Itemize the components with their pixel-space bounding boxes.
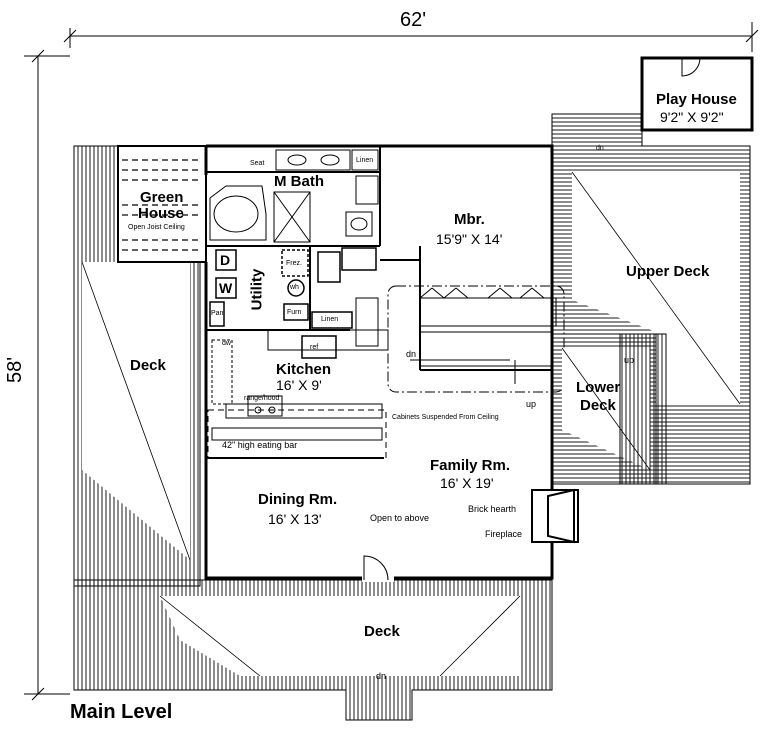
lower-deck-up-label: up (624, 355, 635, 365)
front-dn-label: dn (376, 671, 387, 681)
dining-room-name: Dining Rm. (258, 491, 338, 508)
left-deck-name: Deck (130, 357, 166, 374)
play-house-name: Play House (656, 91, 737, 108)
linen-hall-label: Linen (321, 316, 339, 323)
kitchen-name: Kitchen (276, 361, 332, 378)
dimension-left (24, 49, 70, 701)
cabinets-label: Cabinets Suspended From Ceiling (392, 414, 499, 421)
width-dimension: 62' (400, 9, 427, 31)
left-deck (73, 145, 201, 587)
pantry-label: Pan (211, 310, 224, 317)
lower-deck-name-1: Lower (576, 379, 621, 396)
dryer-label: D (220, 252, 231, 268)
entry-door (362, 555, 394, 582)
stairs (355, 285, 565, 393)
brick-hearth-label: Brick hearth (468, 504, 517, 514)
upper-deck-drawing (551, 113, 751, 485)
dishwasher-label: dw (222, 340, 231, 347)
upper-deck-dn-label: dn (596, 145, 604, 152)
lower-deck-name-2: Deck (580, 397, 616, 414)
green-house-name-1: Green (140, 189, 184, 206)
eating-bar-label: 42" high eating bar (222, 440, 298, 450)
interior-dn-label: dn (406, 349, 417, 359)
upper-deck-name: Upper Deck (626, 263, 710, 280)
kitchen-fixtures (207, 329, 389, 459)
play-house-drawing (640, 56, 754, 132)
utility-fixtures (209, 247, 377, 329)
refrigerator-label: ref (310, 344, 319, 351)
dimension-top (63, 22, 759, 52)
house-walls (204, 144, 554, 580)
height-dimension: 58' (4, 356, 27, 384)
dining-room-size: 16' X 13' (268, 511, 322, 527)
furnace-label: Furn (287, 309, 302, 316)
range-hood-label: range/hood (244, 395, 280, 402)
green-house-name-2: House (138, 205, 184, 222)
kitchen-size: 16' X 9' (276, 377, 322, 393)
m-bath-name: M Bath (274, 173, 324, 190)
family-room-name: Family Rm. (430, 457, 511, 474)
interior-up-label: up (526, 399, 537, 409)
mbr-name: Mbr. (454, 211, 485, 228)
fireplace-label: Fireplace (485, 529, 523, 539)
utility-name: Utility (248, 268, 266, 311)
washer-label: W (219, 280, 233, 296)
front-deck-drawing (73, 579, 553, 721)
bath-fixtures (209, 149, 379, 243)
front-deck-name: Deck (364, 623, 400, 640)
freezer-label: Frez. (286, 260, 302, 267)
seat-label: Seat (250, 160, 265, 167)
mbr-size: 15'9" X 14' (436, 231, 503, 247)
linen-bath-label: Linen (356, 157, 374, 164)
green-house (117, 145, 207, 263)
open-to-above-label: Open to above (370, 513, 430, 523)
family-room-size: 16' X 19' (440, 475, 494, 491)
green-house-note: Open Joist Ceiling (128, 224, 185, 231)
fireplace-drawing (531, 488, 579, 544)
water-heater-label: wh (290, 284, 299, 291)
level-title: Main Level (70, 701, 173, 723)
play-house-size: 9'2" X 9'2" (660, 109, 724, 125)
